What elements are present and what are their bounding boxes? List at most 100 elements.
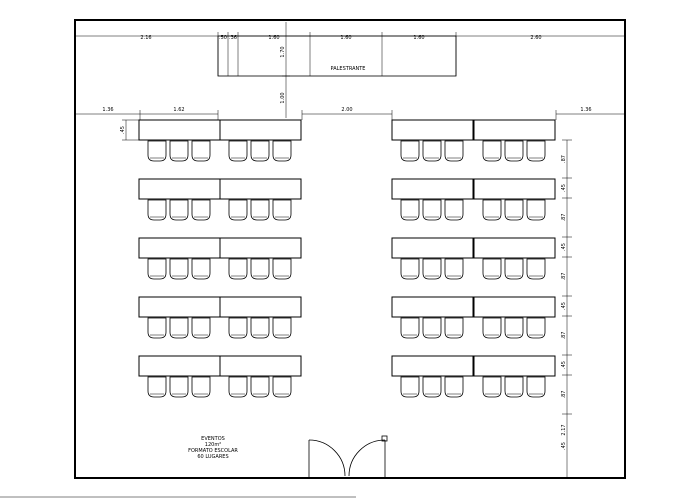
entrance-door[interactable] (308, 435, 388, 478)
chair-17[interactable] (250, 199, 270, 221)
chair-33[interactable] (444, 258, 464, 280)
chair-41[interactable] (250, 317, 270, 339)
desk-row-4-1 (138, 296, 221, 318)
chair-35[interactable] (504, 258, 524, 280)
right-dim-1: .87 (561, 155, 567, 163)
chair-30[interactable] (272, 258, 292, 280)
chair-2[interactable] (169, 140, 189, 162)
top-dim-1: 2.16 (140, 35, 151, 41)
stage-vertical-dimension: 1.70 1.00 (280, 22, 290, 118)
chair-54[interactable] (272, 376, 292, 398)
speaker-stage: PALESTRANTE (217, 35, 457, 77)
chair-52[interactable] (228, 376, 248, 398)
speaker-label: PALESTRANTE (331, 66, 366, 72)
aisle-dim: 2.00 (341, 107, 352, 113)
chair-37[interactable] (147, 317, 167, 339)
chair-31[interactable] (400, 258, 420, 280)
desk-row-2-1 (138, 178, 221, 200)
right-dim-5: .87 (561, 273, 567, 281)
chair-18[interactable] (272, 199, 292, 221)
chair-38[interactable] (169, 317, 189, 339)
left-block-dim: 1.62 (173, 107, 184, 113)
desk-depth-dim: .45 (120, 126, 126, 134)
chair-47[interactable] (504, 317, 524, 339)
chair-27[interactable] (191, 258, 211, 280)
right-dim-3: .87 (561, 214, 567, 222)
chair-44[interactable] (422, 317, 442, 339)
desk-row-4-3 (391, 296, 474, 318)
room-info-line-1: EVENTOS (201, 436, 225, 442)
chair-5[interactable] (250, 140, 270, 162)
chair-9[interactable] (444, 140, 464, 162)
chair-10[interactable] (482, 140, 502, 162)
chair-49[interactable] (147, 376, 167, 398)
right-dim-8: .45 (561, 361, 567, 369)
chair-40[interactable] (228, 317, 248, 339)
chair-32[interactable] (422, 258, 442, 280)
chair-14[interactable] (169, 199, 189, 221)
right-margin-dim: 1.36 (580, 107, 591, 113)
chair-20[interactable] (422, 199, 442, 221)
desk-depth-dimension: .45 (120, 119, 140, 141)
desk-row-5-2 (219, 355, 302, 377)
desk-row-5-1 (138, 355, 221, 377)
desk-row-3-2 (219, 237, 302, 259)
chair-24[interactable] (526, 199, 546, 221)
room-info-line-2: 120m² (205, 442, 221, 448)
chair-57[interactable] (444, 376, 464, 398)
right-dim-10: .45 (561, 442, 567, 450)
chair-60[interactable] (526, 376, 546, 398)
chair-59[interactable] (504, 376, 524, 398)
room-info-line-4: 60 LUGARES (197, 454, 228, 460)
chair-7[interactable] (400, 140, 420, 162)
chair-50[interactable] (169, 376, 189, 398)
chair-11[interactable] (504, 140, 524, 162)
chair-1[interactable] (147, 140, 167, 162)
chair-19[interactable] (400, 199, 420, 221)
right-dim-2: .45 (561, 184, 567, 192)
chair-58[interactable] (482, 376, 502, 398)
chair-25[interactable] (147, 258, 167, 280)
desk-row-2-3 (391, 178, 474, 200)
chair-4[interactable] (228, 140, 248, 162)
chair-23[interactable] (504, 199, 524, 221)
chair-46[interactable] (482, 317, 502, 339)
right-dim-6: .45 (561, 302, 567, 310)
chair-22[interactable] (482, 199, 502, 221)
chair-3[interactable] (191, 140, 211, 162)
top-dim-5: 1.60 (340, 35, 351, 41)
top-dim-3: .36 (229, 35, 237, 41)
desk-row-5-3 (391, 355, 474, 377)
room-info-line-3: FORMATO ESCOLAR (188, 448, 238, 454)
chair-28[interactable] (228, 258, 248, 280)
chair-8[interactable] (422, 140, 442, 162)
chair-15[interactable] (191, 199, 211, 221)
chair-13[interactable] (147, 199, 167, 221)
chair-42[interactable] (272, 317, 292, 339)
chair-51[interactable] (191, 376, 211, 398)
desk-row-3-1 (138, 237, 221, 259)
chair-12[interactable] (526, 140, 546, 162)
chair-48[interactable] (526, 317, 546, 339)
desk-row-4-2 (219, 296, 302, 318)
chair-43[interactable] (400, 317, 420, 339)
chair-45[interactable] (444, 317, 464, 339)
chair-26[interactable] (169, 258, 189, 280)
desk-row-5-4 (473, 355, 556, 377)
chair-39[interactable] (191, 317, 211, 339)
chair-6[interactable] (272, 140, 292, 162)
desk-row-1-2 (219, 119, 302, 141)
chair-36[interactable] (526, 258, 546, 280)
desk-row-3-3 (391, 237, 474, 259)
chair-55[interactable] (400, 376, 420, 398)
left-margin-dim: 1.36 (102, 107, 113, 113)
chair-29[interactable] (250, 258, 270, 280)
chair-21[interactable] (444, 199, 464, 221)
chair-16[interactable] (228, 199, 248, 221)
chair-53[interactable] (250, 376, 270, 398)
chair-34[interactable] (482, 258, 502, 280)
room-info: EVENTOS 120m² FORMATO ESCOLAR 60 LUGARES (188, 436, 238, 460)
desk-row-4-4 (473, 296, 556, 318)
chair-56[interactable] (422, 376, 442, 398)
